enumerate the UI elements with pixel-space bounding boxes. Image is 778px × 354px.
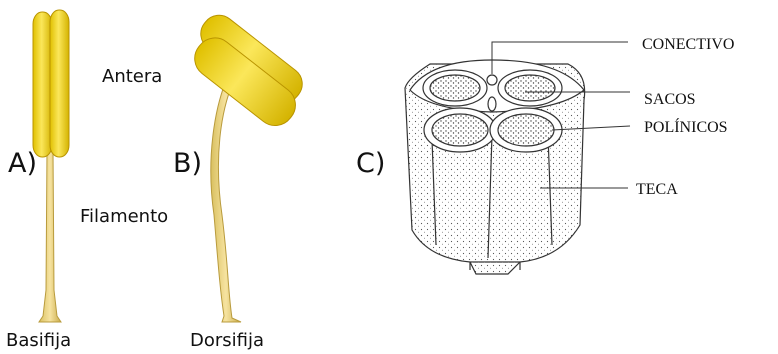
- label-filamento: Filamento: [80, 206, 168, 227]
- filament-a: [39, 150, 61, 322]
- pollen-sac-tr: [498, 70, 562, 106]
- pollen-sac-br: [490, 108, 562, 152]
- label-conectivo: CONECTIVO: [642, 36, 734, 53]
- label-teca: TECA: [636, 181, 678, 198]
- anther-theca-right: [50, 10, 69, 157]
- label-antera: Antera: [102, 66, 162, 87]
- basifixed-stamen: [33, 10, 69, 322]
- label-polinicos: POLÍNICOS: [644, 117, 728, 136]
- pollen-sac-tl: [423, 70, 487, 106]
- label-panel-b: B): [173, 148, 202, 179]
- label-panel-a: A): [8, 148, 37, 179]
- label-dorsifija: Dorsifija: [190, 330, 264, 351]
- label-sacos: SACOS: [644, 91, 696, 108]
- label-basifija: Basifija: [6, 330, 71, 351]
- pollen-sac-bl: [424, 108, 496, 152]
- filament-b: [211, 76, 241, 322]
- label-panel-c: C): [356, 148, 385, 179]
- anther-theca-left: [33, 12, 52, 157]
